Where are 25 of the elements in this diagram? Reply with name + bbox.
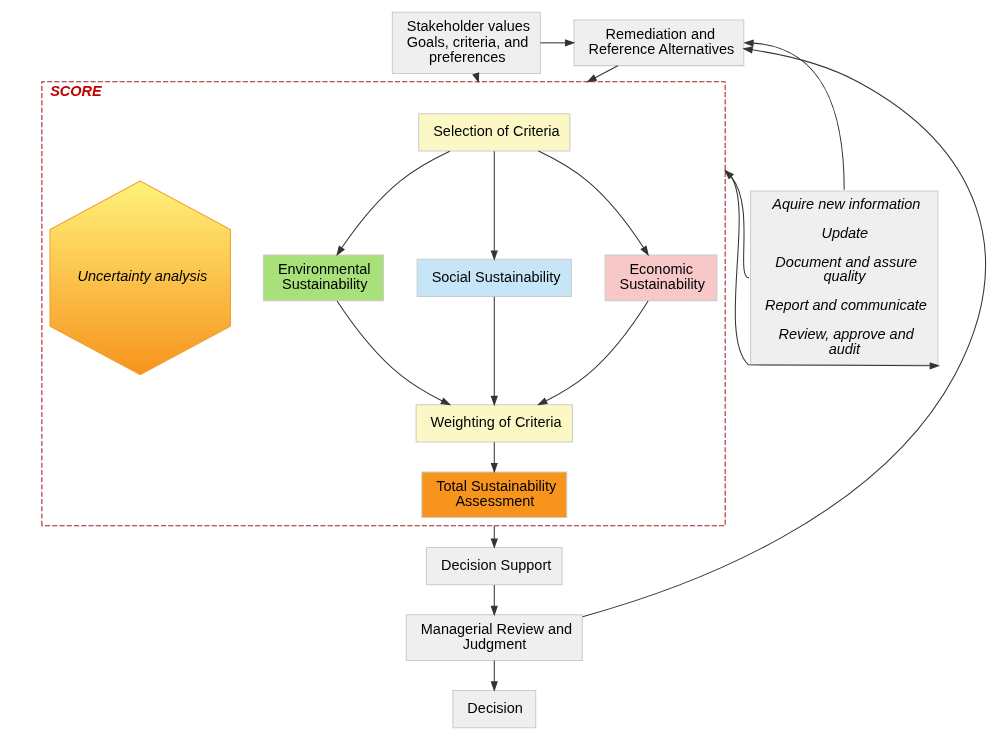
node-box: Selection of Criteria	[418, 113, 571, 152]
node-box: Aquire new information Update Document and assure quality Report and communicate Review, approve and audit	[750, 190, 939, 366]
node-box: Economic Sustainability	[604, 254, 718, 302]
arrow	[582, 46, 986, 618]
arrow	[537, 150, 649, 257]
arrow	[743, 39, 845, 191]
arrow	[490, 660, 498, 692]
node-box: Total Sustainability Assessment	[421, 471, 568, 519]
arrow	[490, 150, 498, 261]
node-box: Weighting of Criteria	[415, 404, 573, 443]
arrow	[586, 65, 619, 83]
node-box: Decision Support	[425, 547, 563, 586]
node-box: Decision	[452, 689, 537, 729]
arrow	[490, 441, 498, 474]
node-box: Environmental Sustainability	[262, 254, 385, 302]
node-box: Managerial Review and Judgment	[405, 614, 583, 661]
arrow	[490, 296, 498, 407]
arrow	[336, 150, 451, 257]
arrow	[490, 584, 498, 617]
arrow	[336, 300, 452, 406]
arrow	[537, 300, 649, 406]
arrow	[490, 525, 498, 549]
arrow	[539, 39, 576, 47]
node-box: Social Sustainability	[416, 258, 572, 297]
node-box: Remediation and Reference Alternatives	[573, 19, 745, 67]
